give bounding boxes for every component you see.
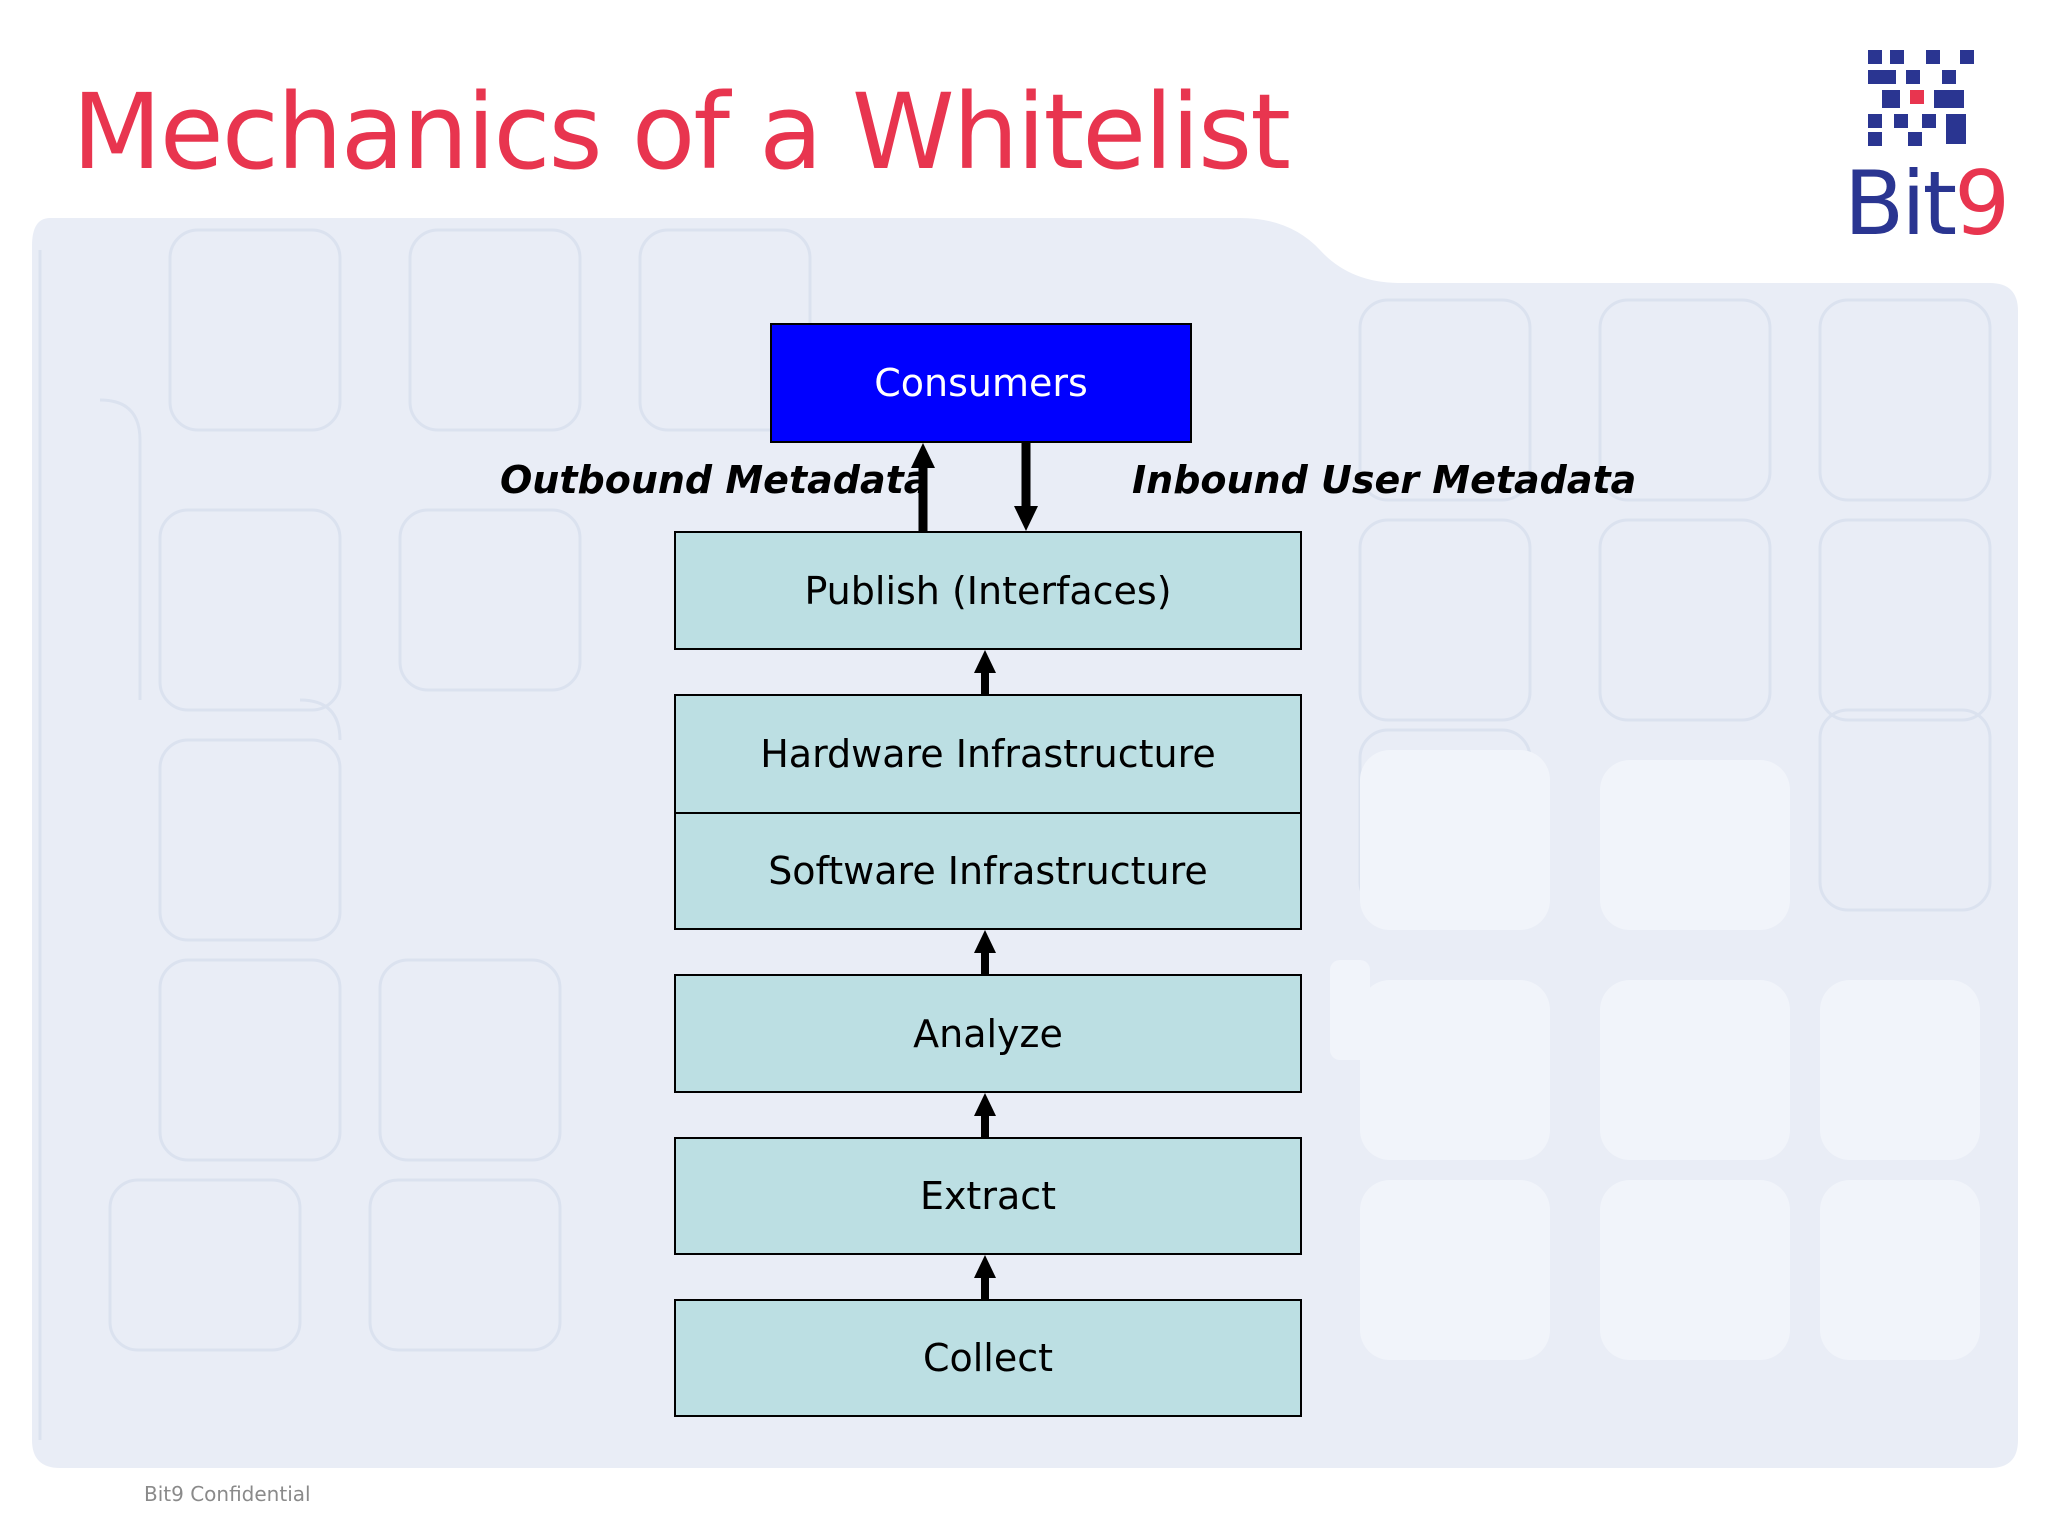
collect-box: Collect — [674, 1299, 1302, 1417]
logo-text-main: Bit — [1843, 152, 1957, 255]
logo-wordmark: Bit9 — [1838, 160, 2013, 248]
analyze-to-software-arrow — [974, 930, 996, 974]
collect-to-extract-arrow — [974, 1255, 996, 1299]
extract-label: Extract — [919, 1174, 1057, 1218]
consumers-box: Consumers — [770, 323, 1192, 443]
hardware-infrastructure-label: Hardware Infrastructure — [760, 732, 1216, 776]
publish-label: Publish (Interfaces) — [804, 568, 1172, 613]
analyze-box: Analyze — [674, 974, 1302, 1093]
software-infrastructure-label: Software Infrastructure — [768, 849, 1208, 893]
extract-to-analyze-arrow — [974, 1093, 996, 1137]
hardware-to-publish-arrow — [974, 650, 996, 694]
consumers-label: Consumers — [874, 361, 1088, 405]
outbound-arrow — [911, 443, 935, 531]
inbound-arrow — [1014, 443, 1038, 531]
confidential-footer: Bit9 Confidential — [144, 1482, 311, 1506]
bit9-logo: Bit9 — [1838, 42, 2013, 267]
extract-box: Extract — [674, 1137, 1302, 1255]
publish-box: Publish (Interfaces) — [674, 531, 1302, 650]
slide-title: Mechanics of a Whitelist — [72, 71, 1291, 193]
logo-text-accent: 9 — [1954, 152, 2010, 255]
outbound-metadata-label: Outbound Metadata — [500, 458, 930, 502]
inbound-user-metadata-label: Inbound User Metadata — [1132, 458, 1637, 502]
software-infrastructure-box: Software Infrastructure — [674, 812, 1302, 930]
collect-label: Collect — [922, 1336, 1054, 1380]
hardware-infrastructure-box: Hardware Infrastructure — [674, 694, 1302, 814]
logo-mark-icon — [1868, 50, 1974, 146]
analyze-label: Analyze — [913, 1011, 1063, 1056]
